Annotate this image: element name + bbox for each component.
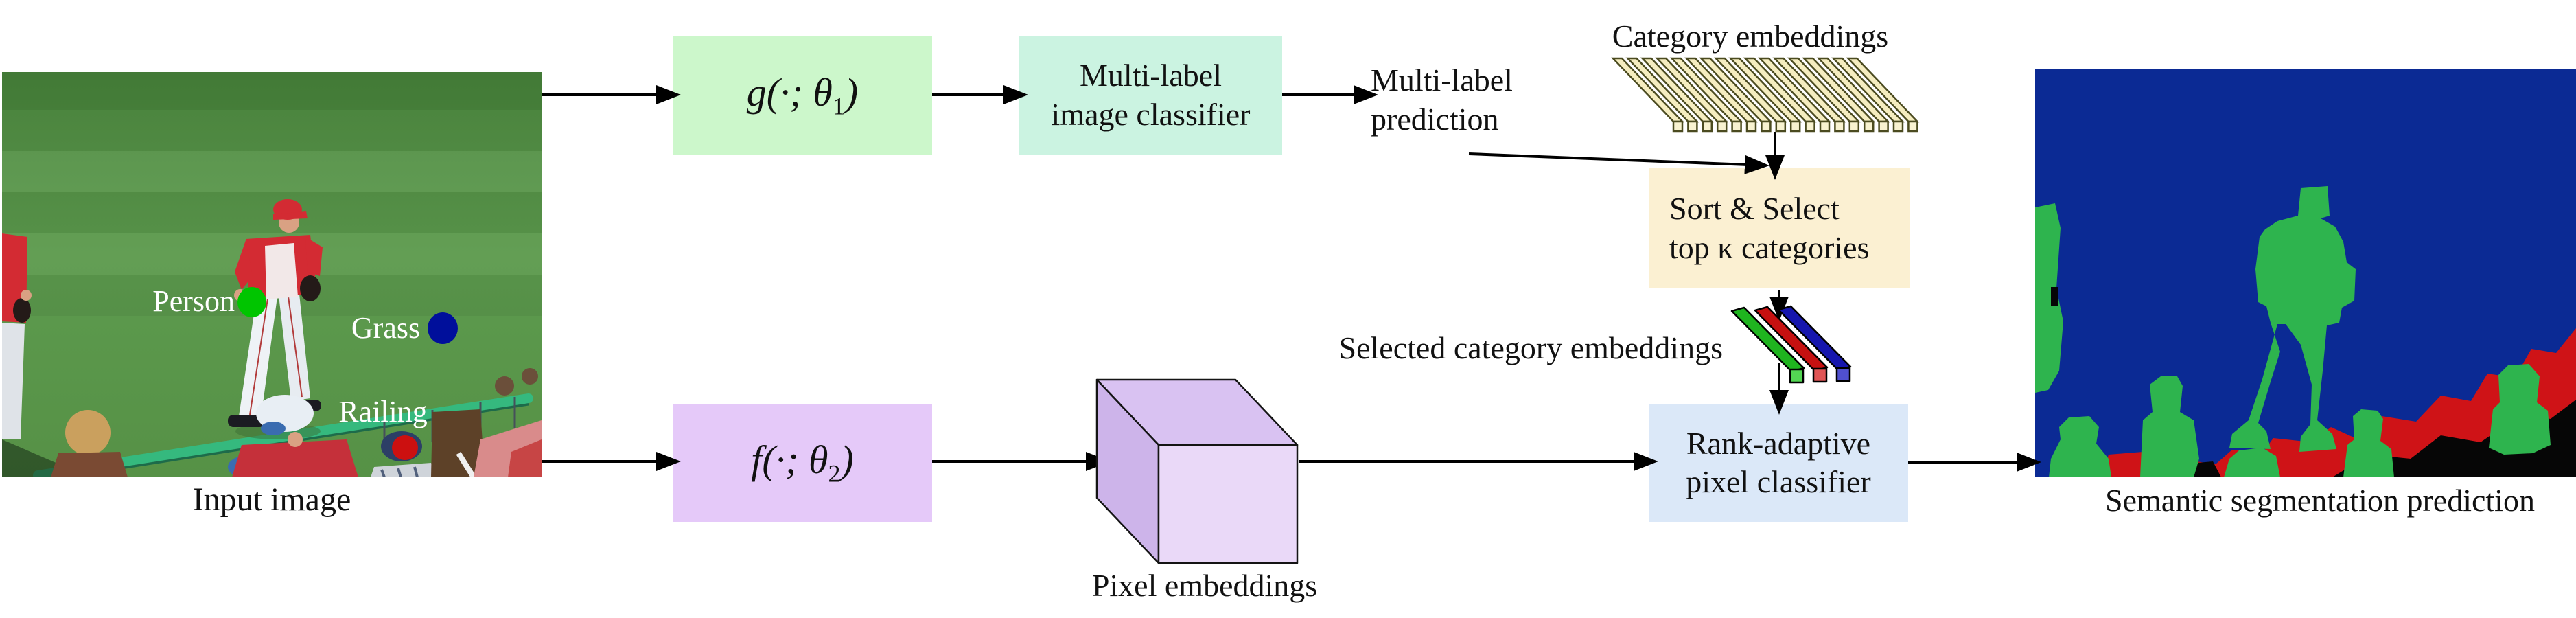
person-dot [237,287,266,317]
category-embeddings-label: Category embeddings [1612,19,1889,54]
selected-bar-green [1730,306,1805,384]
seg-person-silhouettes [2049,186,2551,477]
segmentation-prediction-image [2035,69,2576,477]
classifier-line2: image classifier [1051,96,1251,132]
category-embeddings-stack [1612,57,1918,133]
multi-label-prediction-label: Multi-label prediction [1371,62,1513,137]
rank-line2: pixel classifier [1686,464,1871,499]
sort-line2: top κ categories [1669,229,1870,265]
grass-label: Grass [351,311,420,345]
spectator-hair [431,409,485,477]
person-label: Person [152,284,235,318]
photo-annotations: Person Grass Railing [152,284,458,460]
pixel-embeddings-cube [1095,378,1299,564]
seg-railing-region [2102,328,2576,477]
rank-line1: Rank-adaptive [1686,425,1871,461]
rank-adaptive-classifier-box: Rank-adaptive pixel classifier [1649,404,1908,522]
g-function-box: g(·; θ1) [673,36,932,154]
multi-label-classifier-box: Multi-label image classifier [1019,36,1282,154]
edge-player [2,233,32,439]
arrow-prediction-to-sort [1468,152,1769,174]
input-image-caption: Input image [192,481,351,518]
classifier-line1: Multi-label [1080,58,1222,93]
grass-field [2,72,542,477]
railing-dot [392,435,418,460]
selected-bar-blue [1777,305,1852,382]
seg-left-figure [2035,203,2063,393]
input-image: Person Grass Railing [2,72,542,477]
selected-embeddings-label: Selected category embeddings [1338,330,1723,365]
selected-embeddings-bars [1730,305,1852,384]
sort-line1: Sort & Select [1669,191,1840,227]
spectator-head [65,410,111,455]
sort-select-box: Sort & Select top κ categories [1649,168,1910,288]
pixel-embeddings-label: Pixel embeddings [1091,568,1318,603]
selected-bar-red [1754,306,1829,383]
segmentation-caption: Semantic segmentation prediction [2105,483,2535,518]
railing-label: Railing [338,395,428,428]
seg-walking-person [2229,186,2356,452]
f-function-box: f(·; θ2) [673,404,932,522]
f-formula: f(·; θ2) [751,437,854,488]
grass-dot [428,312,458,344]
g-formula: g(·; θ1) [746,69,859,120]
